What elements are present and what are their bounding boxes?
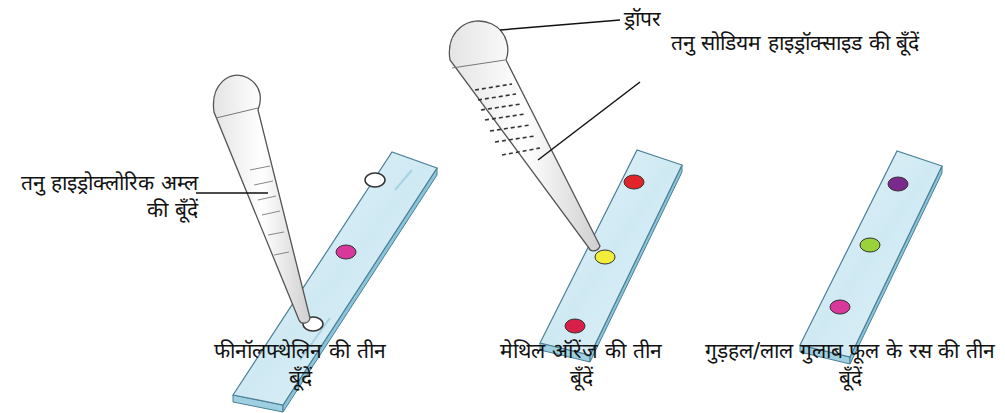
slide-caption: फीनॉलफ्थेलिन की तीन बूँदें	[210, 338, 390, 393]
dropper-label: ड्रॉपर	[624, 6, 744, 33]
drops	[830, 177, 908, 314]
solution-label: तनु हाइड्रोक्लोरिक अम्ल की बूँदें	[6, 170, 198, 225]
glass-slide	[800, 151, 942, 364]
drops	[303, 173, 385, 331]
leader-lines	[196, 20, 640, 193]
slide-caption: मेथिल ऑरेंज की तीन बूँदें	[486, 338, 676, 393]
dropper	[449, 21, 600, 251]
dropper	[213, 75, 310, 323]
drops	[565, 175, 644, 333]
slide-caption: गुड़हल/लाल गुलाब फूल के रस की तीन बूँदें	[700, 338, 1000, 393]
solution-label: तनु सोडियम हाइड्रॉक्साइड की बूँदें	[625, 30, 965, 57]
